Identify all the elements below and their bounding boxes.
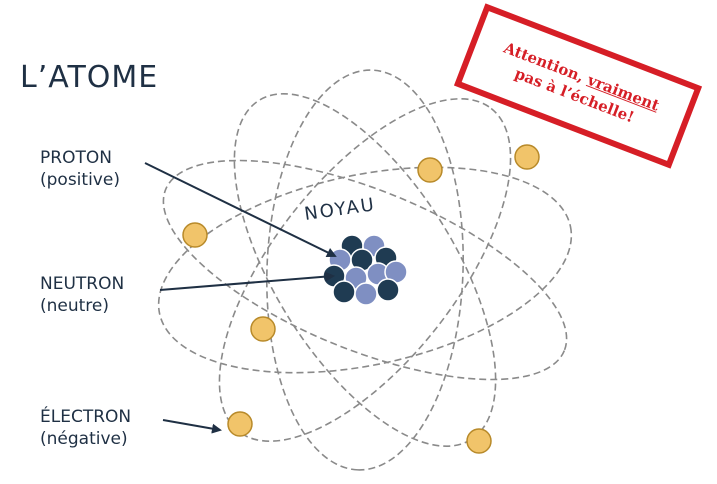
proton-label: PROTON (positive) [40, 147, 120, 191]
proton-name: PROTON [40, 148, 112, 168]
neutron [332, 280, 356, 304]
proton-charge: (positive) [40, 170, 120, 190]
neutron-label: NEUTRON (neutre) [40, 273, 124, 317]
electron [466, 428, 492, 454]
neutron-arrow [159, 271, 335, 291]
electron-name: ÉLECTRON [40, 407, 132, 427]
electron [250, 316, 276, 342]
electron-arrow [162, 419, 222, 434]
electron-charge: (négative) [40, 429, 128, 449]
orbit-5 [266, 69, 464, 471]
electron [514, 144, 540, 170]
electron [417, 157, 443, 183]
proton [354, 282, 378, 306]
neutron [376, 278, 400, 302]
orbit-1 [157, 166, 573, 374]
electron-label: ÉLECTRON (négative) [40, 406, 131, 450]
page-title: L’ATOME [20, 60, 159, 95]
proton-arrow [144, 162, 337, 257]
arrows [144, 162, 337, 434]
electron [227, 411, 253, 437]
electron [182, 222, 208, 248]
neutron-name: NEUTRON [40, 274, 125, 294]
orbit-4 [218, 98, 512, 442]
neutron-charge: (neutre) [40, 296, 110, 316]
nucleus [322, 234, 408, 306]
electrons [182, 144, 540, 454]
